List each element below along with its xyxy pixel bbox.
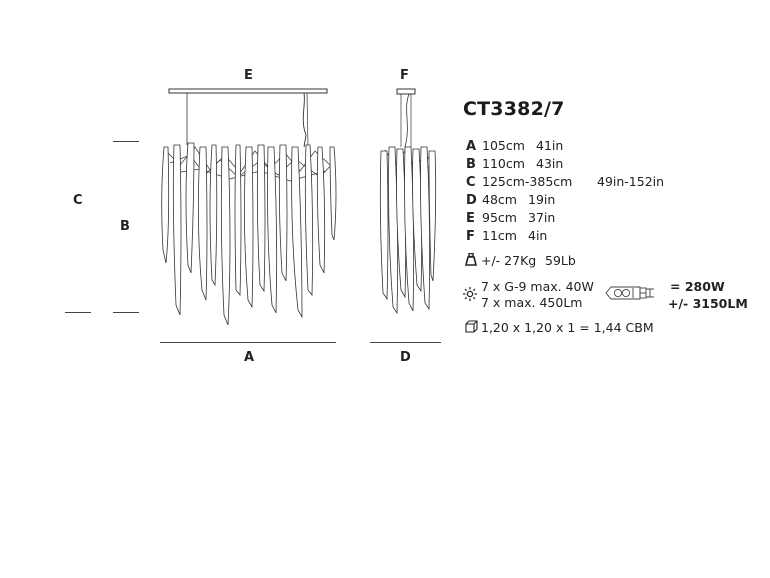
lamp-spec-line-2: 7 x max. 450Lm	[481, 295, 583, 310]
dimension-cm: 95cm	[482, 210, 517, 225]
dimension-key: E	[466, 211, 475, 226]
dimension-tick-c-bottom	[65, 312, 91, 313]
dimension-cm: 11cm	[482, 228, 517, 243]
dimension-key: D	[466, 193, 477, 208]
dimension-key: C	[466, 175, 476, 190]
dimension-label-f: F	[400, 68, 409, 83]
dimension-row-b: B 110cm 43in	[466, 156, 563, 172]
dimension-row-f: F 11cm 4in	[466, 228, 547, 244]
dimension-in: 4in	[528, 228, 548, 243]
dimension-cm: 105cm	[482, 138, 525, 153]
dimension-label-c: C	[73, 193, 83, 208]
dimension-line-a	[160, 342, 336, 343]
dimension-line-d	[370, 342, 441, 343]
light-bulb-sun-icon	[463, 287, 477, 301]
dimension-key: A	[466, 139, 477, 154]
weight-kg: +/- 27Kg	[481, 253, 537, 268]
dimension-label-a: A	[244, 350, 255, 365]
box-icon	[465, 320, 478, 333]
g9-bulb-icon	[605, 286, 654, 300]
weight-icon	[465, 253, 477, 266]
lamp-spec-line-1: 7 x G-9 max. 40W	[481, 279, 594, 294]
weight-row: +/- 27Kg 59Lb	[481, 253, 576, 268]
dimension-label-b: B	[120, 219, 130, 234]
total-wattage: = 280W	[670, 279, 725, 294]
dimension-key: B	[466, 157, 476, 172]
dimension-row-e: E 95cm 37in	[466, 210, 555, 226]
weight-lb: 59Lb	[545, 253, 576, 268]
dimension-in: 37in	[528, 210, 556, 225]
chandelier-side-illustration	[379, 88, 437, 315]
dimension-in: 19in	[528, 192, 556, 207]
dimension-row-c: C 125cm-385cm 49in-152in	[466, 174, 664, 190]
dimension-cm: 48cm	[482, 192, 517, 207]
model-number: CT3382/7	[463, 98, 565, 120]
dimension-key: F	[466, 229, 475, 244]
dimension-cm: 110cm	[482, 156, 525, 171]
total-lumen: +/- 3150LM	[668, 296, 748, 311]
dimension-in: 41in	[536, 138, 564, 153]
dimension-label-e: E	[244, 68, 253, 83]
dimension-row-d: D 48cm 19in	[466, 192, 555, 208]
dimension-in: 49in-152in	[597, 174, 665, 189]
chandelier-front-illustration	[161, 88, 337, 326]
packaging-volume: 1,20 x 1,20 x 1 = 1,44 CBM	[481, 320, 654, 335]
side-view-drawing: F D	[360, 0, 450, 380]
dimension-label-d: D	[400, 350, 411, 365]
dimension-tick-b-bottom	[113, 312, 139, 313]
front-view-drawing: E C B A	[0, 0, 360, 380]
dimension-cm: 125cm-385cm	[482, 174, 573, 189]
dimension-row-a: A 105cm 41in	[466, 138, 563, 154]
dimension-tick-b-top	[113, 141, 139, 142]
dimension-in: 43in	[536, 156, 564, 171]
